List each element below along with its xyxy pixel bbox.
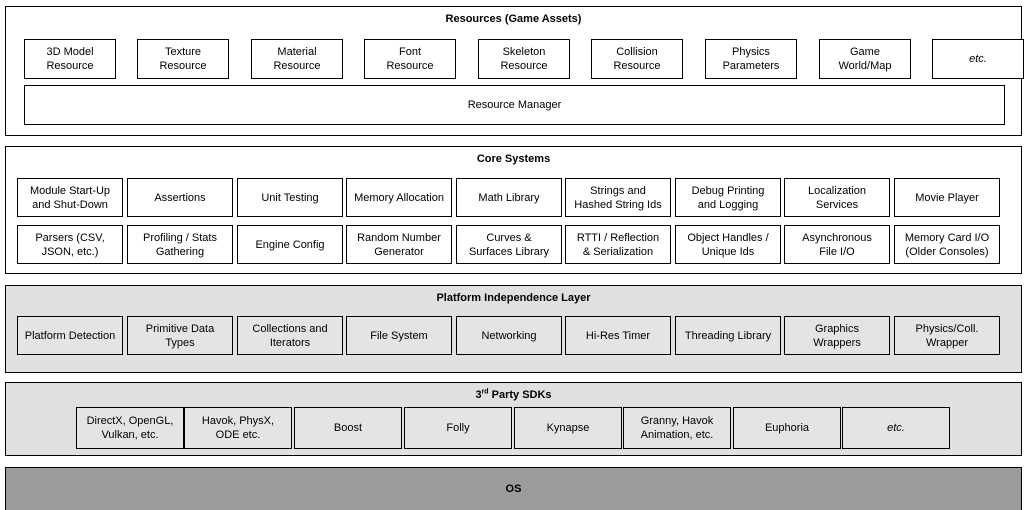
platform-independence-layer: Platform Independence Layer Platform Det… — [5, 285, 1022, 373]
resource-box-collision: Collision Resource — [591, 39, 683, 79]
core-systems-layer: Core Systems Module Start-Up and Shut-Do… — [5, 146, 1022, 274]
sdk-title-number: 3 — [475, 389, 482, 401]
core-box-profiling: Profiling / Stats Gathering — [127, 225, 233, 264]
core-box-rtti-reflection: RTTI / Reflection & Serialization — [565, 225, 671, 264]
core-box-memory-card-io: Memory Card I/O (Older Consoles) — [894, 225, 1000, 264]
platform-box-hi-res-timer: Hi-Res Timer — [565, 316, 671, 355]
core-box-debug-printing: Debug Printing and Logging — [675, 178, 781, 217]
core-box-memory-allocation: Memory Allocation — [346, 178, 452, 217]
sdk-box-granny: Granny, Havok Animation, etc. — [623, 407, 731, 449]
core-box-parsers: Parsers (CSV, JSON, etc.) — [17, 225, 123, 264]
os-layer: OS — [5, 467, 1022, 510]
core-box-strings: Strings and Hashed String Ids — [565, 178, 671, 217]
sdk-box-havok-physx: Havok, PhysX, ODE etc. — [184, 407, 292, 449]
resource-box-font: Font Resource — [364, 39, 456, 79]
resource-box-3d-model: 3D Model Resource — [24, 39, 116, 79]
resource-box-material: Material Resource — [251, 39, 343, 79]
core-box-object-handles: Object Handles / Unique Ids — [675, 225, 781, 264]
sdk-title-text: Party SDKs — [488, 389, 552, 401]
resource-box-physics-parameters: Physics Parameters — [705, 39, 797, 79]
sdk-box-euphoria: Euphoria — [733, 407, 841, 449]
platform-box-detection: Platform Detection — [17, 316, 123, 355]
core-box-module-startup: Module Start-Up and Shut-Down — [17, 178, 123, 217]
core-box-curves-surfaces: Curves & Surfaces Library — [456, 225, 562, 264]
os-layer-title: OS — [505, 483, 522, 495]
core-box-engine-config: Engine Config — [237, 225, 343, 264]
resource-box-texture: Texture Resource — [137, 39, 229, 79]
sdk-title-ordinal: rd — [481, 388, 489, 396]
third-party-sdks-layer: 3rd Party SDKs DirectX, OpenGL, Vulkan, … — [5, 382, 1022, 456]
core-box-unit-testing: Unit Testing — [237, 178, 343, 217]
core-systems-layer-title: Core Systems — [476, 153, 551, 165]
core-box-localization: Localization Services — [784, 178, 890, 217]
resources-layer-title: Resources (Game Assets) — [445, 13, 582, 25]
resources-layer: Resources (Game Assets) 3D Model Resourc… — [5, 6, 1024, 136]
resource-manager-box: Resource Manager — [24, 85, 1005, 125]
resource-box-skeleton: Skeleton Resource — [478, 39, 570, 79]
platform-box-collections: Collections and Iterators — [237, 316, 343, 355]
platform-layer-title: Platform Independence Layer — [436, 292, 591, 304]
sdk-box-kynapse: Kynapse — [514, 407, 622, 449]
resource-box-etc: etc. — [932, 39, 1024, 79]
platform-box-networking: Networking — [456, 316, 562, 355]
core-box-assertions: Assertions — [127, 178, 233, 217]
resource-box-game-world-map: Game World/Map — [819, 39, 911, 79]
sdk-box-boost: Boost — [294, 407, 402, 449]
platform-box-threading: Threading Library — [675, 316, 781, 355]
sdk-layer-title: 3rd Party SDKs — [6, 388, 1021, 401]
platform-box-physics-wrapper: Physics/Coll. Wrapper — [894, 316, 1000, 355]
platform-box-file-system: File System — [346, 316, 452, 355]
core-box-random-number: Random Number Generator — [346, 225, 452, 264]
sdk-box-directx: DirectX, OpenGL, Vulkan, etc. — [76, 407, 184, 449]
core-box-math-library: Math Library — [456, 178, 562, 217]
platform-box-graphics-wrappers: Graphics Wrappers — [784, 316, 890, 355]
platform-box-primitive-types: Primitive Data Types — [127, 316, 233, 355]
core-box-async-file-io: Asynchronous File I/O — [784, 225, 890, 264]
sdk-box-folly: Folly — [404, 407, 512, 449]
core-box-movie-player: Movie Player — [894, 178, 1000, 217]
sdk-box-etc: etc. — [842, 407, 950, 449]
